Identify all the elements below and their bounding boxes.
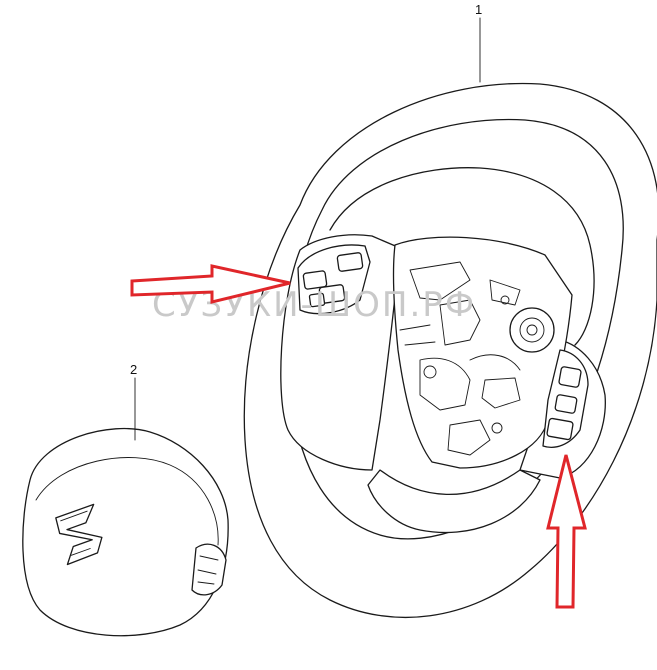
wheel-rim-outer xyxy=(243,82,657,619)
steering-wheel xyxy=(243,17,657,619)
switch-button xyxy=(554,394,578,414)
suzuki-logo-icon xyxy=(55,503,103,566)
switch-button xyxy=(336,252,364,272)
switch-button xyxy=(308,292,326,308)
right-switch-module xyxy=(542,349,589,448)
airbag-module xyxy=(22,377,229,637)
wheel-upper-opening xyxy=(329,167,595,346)
callout-number-1: 1 xyxy=(475,2,482,17)
airbag-cover-edge xyxy=(35,457,219,546)
lower-spoke xyxy=(367,469,541,534)
highlight-arrow-left-switch xyxy=(130,264,291,304)
hub-frame xyxy=(392,236,573,469)
callout-number-2: 2 xyxy=(130,362,137,377)
airbag-cover-outline xyxy=(22,428,229,637)
switch-button xyxy=(558,366,582,388)
hub-internals xyxy=(399,261,555,456)
airbag-bracket xyxy=(191,543,227,596)
switch-button xyxy=(546,417,574,441)
left-switch-module xyxy=(297,244,371,315)
steering-shaft-bore xyxy=(509,307,555,353)
switch-button xyxy=(302,270,328,290)
highlight-arrow-right-switch xyxy=(546,454,587,609)
